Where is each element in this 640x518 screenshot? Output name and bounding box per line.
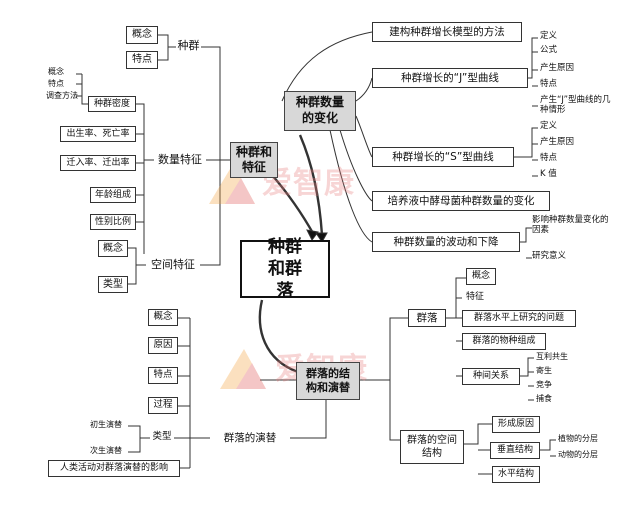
node-peiyang: 培养液中酵母菌种群数量的变化 [372, 191, 550, 211]
node-ql-zhongjian: 种间关系 [462, 368, 520, 385]
label-j-qingxing: 产生“J”型曲线的几种情形 [540, 95, 611, 115]
label-tedian-small: 特点 [48, 79, 64, 88]
node-kongjian: 空间特征 [146, 257, 200, 274]
label-jingzheng: 竞争 [536, 380, 552, 389]
node-shuliang: 数量特征 [154, 152, 206, 169]
label-gainian-small: 概念 [48, 67, 64, 76]
label-s-dingyi: 定义 [540, 121, 558, 131]
node-yt-guocheng: 过程 [148, 397, 178, 414]
label-j-yuanyin: 产生原因 [540, 63, 575, 73]
label-zhiwu: 植物的分层 [558, 434, 598, 443]
label-cisheng-yanti: 次生演替 [90, 446, 122, 455]
watermark-logo-icon [216, 345, 270, 399]
node-bodong: 种群数量的波动和下降 [372, 232, 520, 252]
node-kj-gainian: 概念 [98, 240, 128, 257]
label-chusheng-yanti: 初生演替 [90, 420, 122, 429]
node-gainian: 概念 [126, 26, 158, 44]
node-nianling: 年龄组成 [90, 187, 136, 203]
node-ql-gainian: 概念 [466, 268, 496, 285]
label-s-tedian: 特点 [540, 153, 558, 163]
node-midu: 种群密度 [88, 96, 136, 112]
node-zqtz: 种群和特征 [230, 142, 278, 178]
node-zqbh: 种群数量的变化 [284, 91, 356, 131]
node-qianru: 迁入率、迁出率 [60, 155, 136, 171]
node-zhongqun: 种群 [176, 38, 201, 55]
label-s-yuanyin: 产生原因 [540, 137, 575, 147]
node-kj-leixing: 类型 [98, 276, 128, 293]
node-yt-tedian: 特点 [148, 367, 178, 384]
node-s-curve: 种群增长的“S”型曲线 [372, 147, 514, 167]
node-yt-yuanyin: 原因 [148, 337, 178, 354]
label-j-dingyi: 定义 [540, 31, 558, 41]
node-ql-kongjian: 群落的空间结构 [400, 430, 464, 464]
center-node: 种群和群落 [240, 237, 330, 301]
node-ql-shuiping: 群落水平上研究的问题 [462, 310, 576, 327]
node-qunluo: 群落 [408, 309, 446, 327]
label-dongwu: 动物的分层 [558, 450, 598, 459]
node-jiangou: 建构种群增长模型的方法 [372, 22, 522, 42]
label-ql-tezheng: 特征 [466, 292, 485, 302]
label-jisheng: 寄生 [536, 366, 552, 375]
label-hl: 互利共生 [536, 352, 568, 361]
node-jiegou: 群落的结构和演替 [296, 362, 360, 400]
center-label: 种群和群落 [268, 236, 302, 302]
node-xingbie: 性别比例 [90, 214, 136, 230]
watermark-logo-icon [205, 160, 259, 214]
node-tedian: 特点 [126, 51, 158, 69]
node-xingcheng: 形成原因 [492, 416, 540, 433]
label-j-tedian: 特点 [540, 79, 558, 89]
node-chusheng: 出生率、死亡率 [60, 126, 136, 142]
node-yt-leixing: 类型 [150, 429, 174, 446]
node-chuizhi: 垂直结构 [490, 442, 540, 459]
node-yt-gainian: 概念 [148, 309, 178, 326]
node-shuiping: 水平结构 [492, 466, 540, 483]
node-yanti: 群落的演替 [210, 429, 290, 447]
label-yanjiu: 研究意义 [532, 251, 567, 261]
label-diaocha: 调查方法 [46, 91, 78, 100]
label-j-gongshi: 公式 [540, 45, 558, 55]
node-j-curve: 种群增长的“J”型曲线 [372, 68, 528, 88]
label-bushi: 捕食 [536, 394, 552, 403]
label-yingxiang: 影响种群数量变化的因素 [532, 215, 609, 235]
node-ql-wuzhong: 群落的物种组成 [462, 333, 546, 350]
node-renlei: 人类活动对群落演替的影响 [48, 460, 180, 477]
label-s-k: K 值 [540, 169, 557, 179]
